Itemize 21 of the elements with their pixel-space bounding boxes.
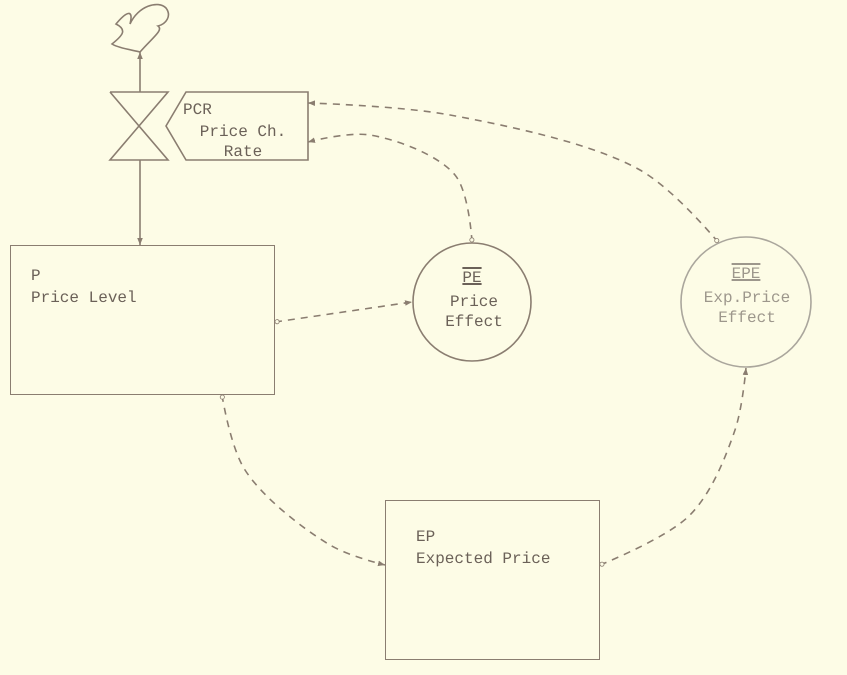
level-box bbox=[385, 500, 600, 660]
dashed-arrow bbox=[308, 100, 720, 244]
dashed-arrow bbox=[308, 133, 474, 242]
rate-valve bbox=[108, 92, 308, 160]
node-symbol: PE bbox=[461, 268, 483, 288]
auxiliary-circle bbox=[680, 236, 812, 368]
level-box bbox=[10, 245, 275, 395]
dashed-arrow bbox=[599, 368, 748, 567]
cloud-symbol bbox=[108, 2, 170, 52]
node-label: Price Level bbox=[31, 288, 138, 308]
node-symbol: EP bbox=[416, 527, 436, 547]
node-label: Price Effect bbox=[444, 292, 504, 332]
node-label: Exp.Price Effect bbox=[702, 288, 792, 328]
node-symbol: P bbox=[31, 266, 42, 286]
dashed-arrow bbox=[274, 300, 412, 324]
node-label: Expected Price bbox=[416, 549, 552, 569]
node-symbol: EPE bbox=[730, 264, 762, 284]
node-label: Price Ch. Rate bbox=[198, 122, 288, 162]
node-symbol: PCR bbox=[183, 100, 213, 120]
dashed-arrow bbox=[220, 394, 386, 566]
auxiliary-circle bbox=[412, 242, 532, 362]
